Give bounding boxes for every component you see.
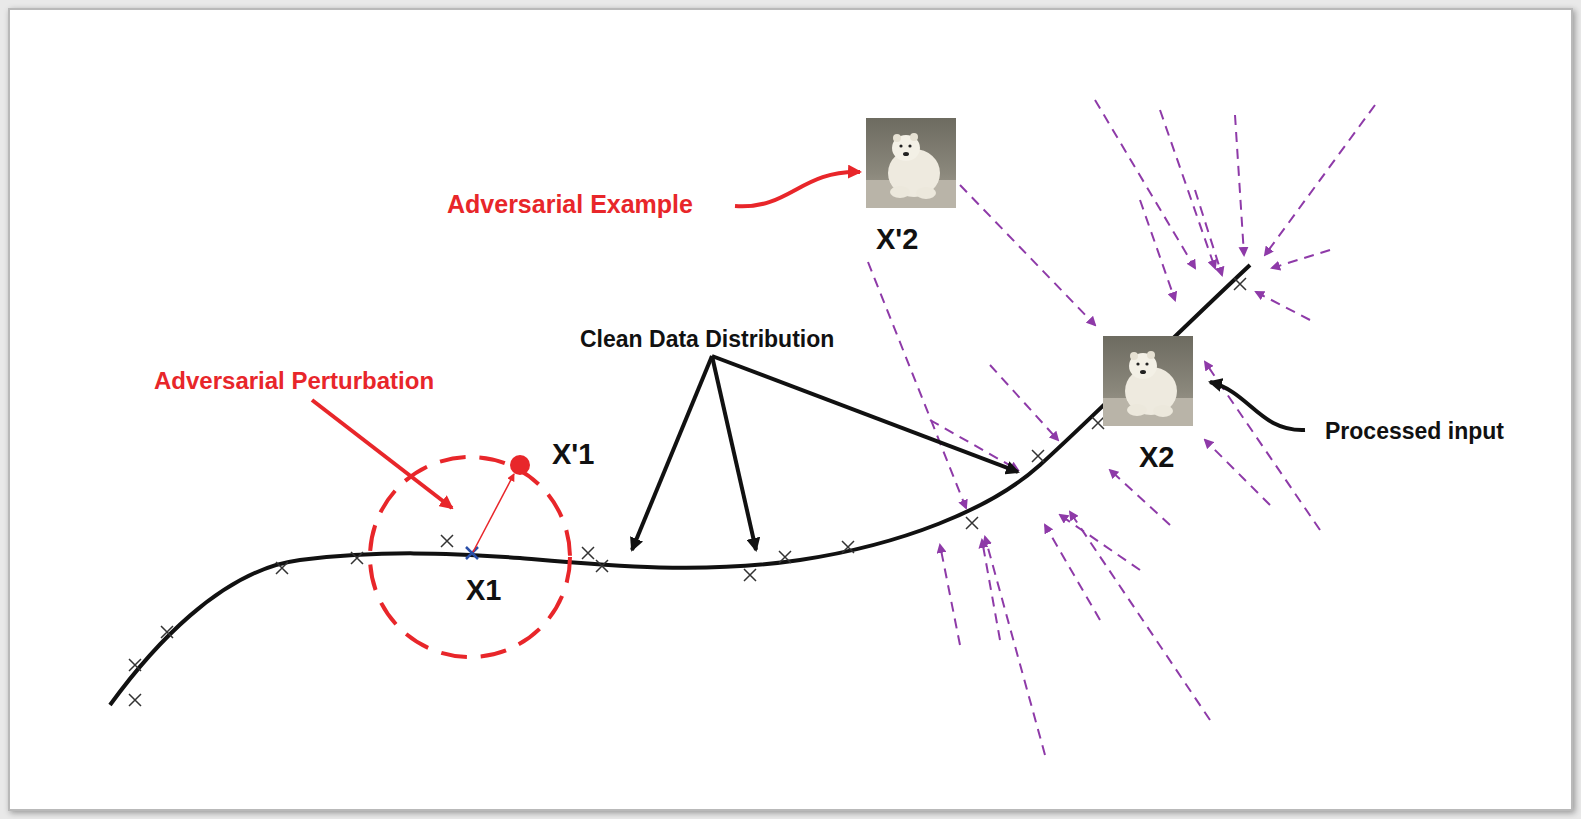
point-label: X'2 bbox=[873, 223, 921, 256]
callout-label: Adversarial Perturbation bbox=[151, 367, 437, 395]
point-label: X1 bbox=[463, 574, 504, 607]
callout-label: Processed input bbox=[1322, 418, 1507, 444]
frame-panel bbox=[8, 8, 1573, 811]
point-label: X2 bbox=[1136, 441, 1177, 474]
callout-label: Clean Data Distribution bbox=[577, 326, 837, 352]
point-label: X'1 bbox=[549, 438, 597, 471]
callout-label: Adversarial Example bbox=[444, 190, 696, 219]
